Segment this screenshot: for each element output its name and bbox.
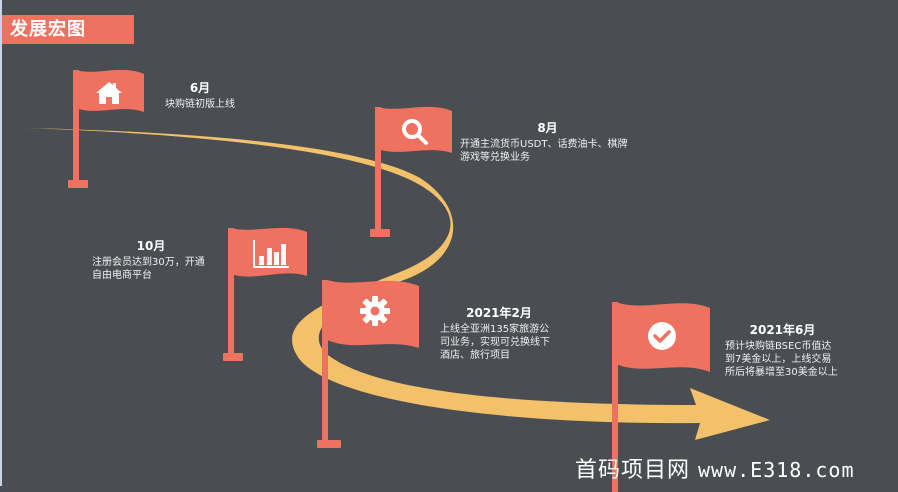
- milestone-description: 注册会员达到30万，开通自由电商平台: [92, 257, 205, 281]
- milestone-date: 2021年2月: [466, 306, 532, 320]
- left-edge: [0, 0, 2, 486]
- milestone-description: 块购链初版上线: [165, 99, 235, 110]
- gear-icon: [360, 296, 390, 326]
- milestone-1: 6月 块购链初版上线: [150, 80, 250, 111]
- milestone-date: 6月: [189, 81, 211, 95]
- milestone-3: 10月 注册会员达到30万，开通自由电商平台: [92, 238, 210, 282]
- search-icon: [402, 119, 428, 145]
- milestone-5: 2021年6月 预计块购链BSEC币值达到7美金以上，上线交易所后将暴增至30美…: [725, 322, 840, 379]
- flag-cloth: [378, 106, 452, 153]
- watermark-url: www.E318.com: [698, 458, 855, 482]
- home-icon: [96, 82, 122, 104]
- milestone-description: 预计块购链BSEC币值达到7美金以上，上线交易所后将暴增至30美金以上: [725, 341, 838, 378]
- milestone-date: 2021年6月: [749, 323, 816, 337]
- milestone-2: 8月 开通主流货币USDT、话费油卡、棋牌游戏等兑换业务: [460, 120, 635, 164]
- milestone-description: 上线全亚洲135家旅游公司业务，实现可兑换线下酒店、旅行项目: [440, 324, 550, 361]
- bar-chart-icon: [253, 240, 289, 268]
- milestone-date: 10月: [136, 239, 166, 253]
- check-circle-icon: [648, 322, 676, 350]
- page-title: 发展宏图: [10, 19, 86, 40]
- watermark-site-name: 首码项目网: [575, 458, 691, 483]
- title-bar: [2, 15, 134, 44]
- milestone-4: 2021年2月 上线全亚洲135家旅游公司业务，实现可兑换线下酒店、旅行项目: [440, 305, 558, 362]
- road-arrow-shape: [25, 128, 770, 440]
- milestone-date: 8月: [537, 121, 558, 135]
- milestone-description: 开通主流货币USDT、话费油卡、棋牌游戏等兑换业务: [460, 139, 628, 163]
- watermark: 首码项目网 www.E318.com: [575, 456, 855, 485]
